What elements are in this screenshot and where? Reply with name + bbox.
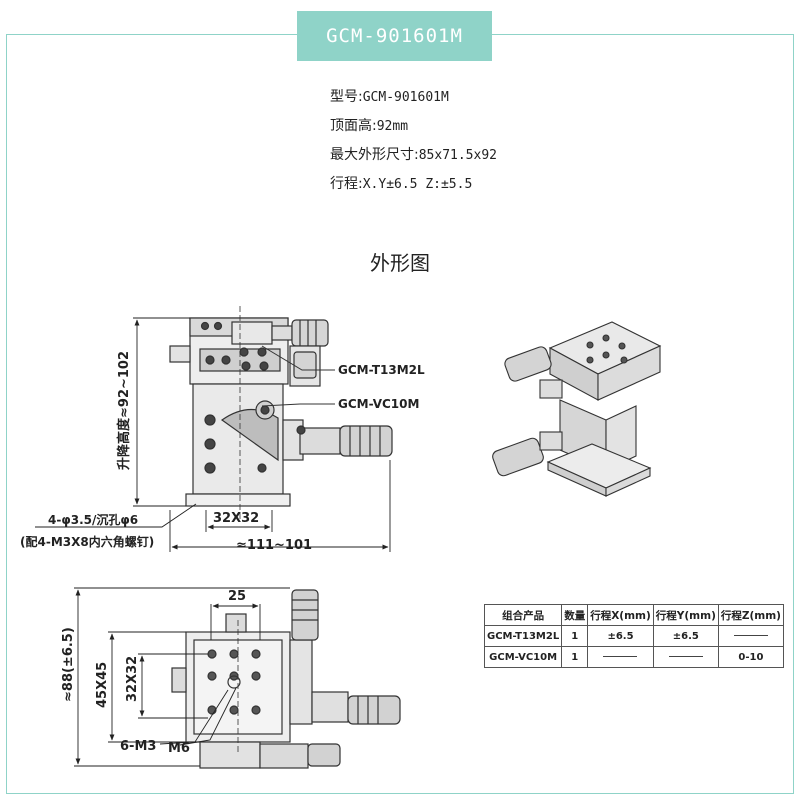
col-travel-y: 行程Y(mm): [652, 604, 719, 626]
col-qty: 数量: [561, 604, 589, 626]
spec-model: 型号:GCM-901601M: [330, 89, 449, 105]
col-product: 组合产品: [483, 604, 563, 626]
dash-mark: [603, 656, 638, 657]
thread-label: 6-M3: [120, 739, 156, 754]
screw-label: (配4-M3X8内六角螺钉): [20, 534, 154, 549]
dim-base: 32X32: [213, 511, 259, 526]
spec-list: 型号:GCM-901601M 顶面高:92mm 最大外形尺寸:85x71.5x9…: [330, 86, 497, 202]
combination-table: 组合产品 数量 行程X(mm) 行程Y(mm) 行程Z(mm) GCM-T13M…: [483, 604, 784, 668]
model-title-tab: GCM-901601M: [297, 11, 492, 61]
micrometer-xy: [291, 319, 329, 347]
top-micrometer-x: [347, 695, 401, 725]
callout-xy-stage: GCM-T13M2L: [338, 363, 425, 377]
table-row: GCM-T13M2L 1 ±6.5 ±6.5: [483, 625, 784, 647]
top-dim-height: ≈88(±6.5): [61, 627, 76, 702]
center-label: M6: [168, 741, 190, 756]
height-label: 升降高度≈92~102: [116, 351, 132, 470]
top-dim-inner: 32X32: [125, 656, 140, 702]
isometric-view: [492, 321, 662, 497]
table-header-row: 组合产品 数量 行程X(mm) 行程Y(mm) 行程Z(mm): [483, 604, 784, 626]
table-row: GCM-VC10M 1 0-10: [483, 646, 784, 668]
top-micrometer-y: [291, 589, 319, 641]
col-travel-z: 行程Z(mm): [717, 604, 784, 626]
section-title: 外形图: [370, 251, 430, 275]
top-micrometer-z: [307, 743, 341, 767]
spec-travel: 行程:X.Y±6.5 Z:±5.5: [330, 176, 473, 192]
top-dim-25: 25: [228, 589, 246, 604]
dash-mark: [668, 656, 703, 657]
z-lever: [220, 408, 279, 462]
spec-max-size: 最大外形尺寸:85x71.5x92: [330, 147, 497, 163]
model-title: GCM-901601M: [326, 25, 463, 47]
front-view: [169, 306, 393, 520]
dash-mark: [733, 635, 768, 636]
micrometer-z: [339, 425, 393, 457]
col-travel-x: 行程X(mm): [587, 604, 654, 626]
dim-width: ≈111~101: [236, 538, 312, 553]
callout-z-stage: GCM-VC10M: [338, 397, 419, 411]
hole-label: 4-φ3.5/沉孔φ6: [48, 512, 138, 527]
top-view: [171, 589, 401, 769]
spec-top-height: 顶面高:92mm: [330, 118, 409, 134]
top-dim-outer: 45X45: [95, 662, 110, 708]
